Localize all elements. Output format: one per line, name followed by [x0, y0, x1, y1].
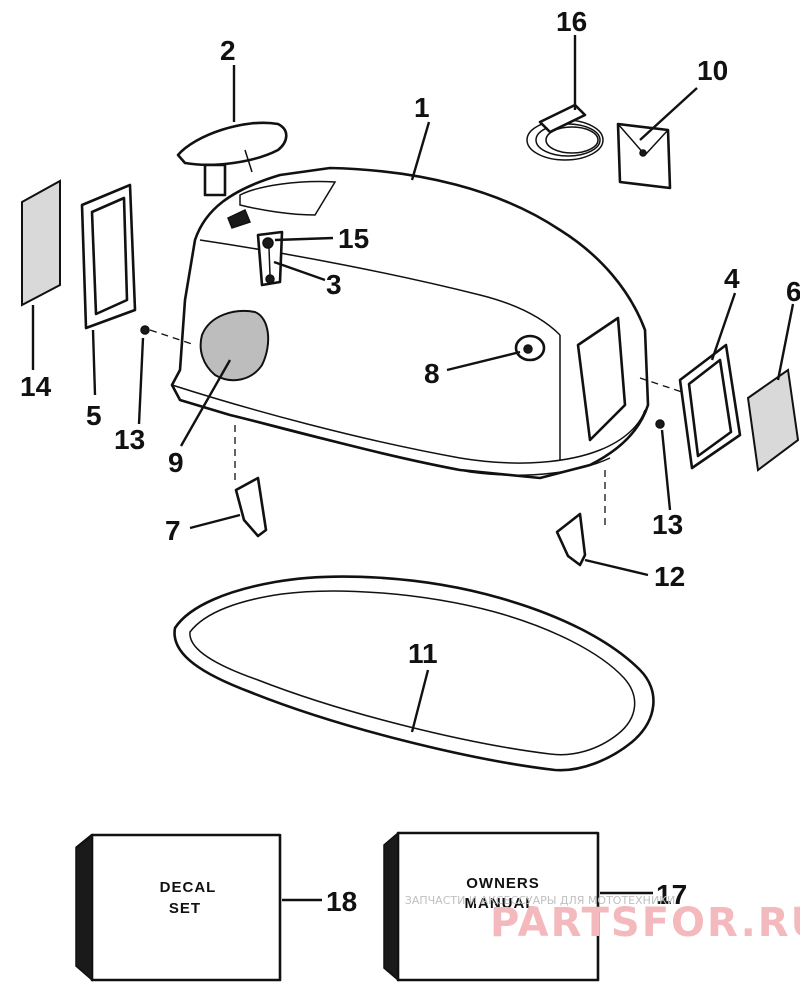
manual-label-line1: OWNERS	[466, 875, 540, 892]
callout-7: 7	[165, 515, 181, 546]
callout-8: 8	[424, 358, 440, 389]
watermark-caption: ЗАПЧАСТИ И АКСЕССУАРЫ ДЛЯ МОТОТЕХНИКИ	[405, 894, 675, 907]
seal-ring-part-11	[173, 575, 655, 772]
side-frame-part-4	[678, 343, 742, 470]
decal-panel-part-14	[21, 179, 61, 307]
callout-1: 1	[414, 92, 430, 123]
callout-3: 3	[326, 269, 342, 300]
callout-numbers: 1 2 3 4 5 6 7 8 9 10 11 12 13 13 14 15 1…	[20, 6, 800, 917]
pouch-part-10	[616, 122, 672, 190]
owners-manual-box-part-17: OWNERS MANUAL	[383, 831, 600, 982]
callout-11: 11	[408, 638, 438, 669]
manual-label-line2: MANUAL	[465, 895, 536, 912]
callout-17: 17	[656, 879, 687, 910]
callout-6: 6	[786, 276, 800, 307]
handle-part-2	[176, 121, 288, 197]
screws-part-13	[140, 325, 683, 429]
callout-4: 4	[724, 263, 740, 294]
callout-13-right: 13	[652, 509, 683, 540]
callout-13-left: 13	[114, 424, 145, 455]
callout-10: 10	[697, 55, 728, 86]
engine-cover-part-1	[170, 166, 650, 480]
cable-part-16	[526, 103, 604, 161]
callout-12: 12	[654, 561, 685, 592]
bracket-part-12	[555, 470, 606, 567]
leader-lines	[31, 35, 795, 902]
watermark: ЗАПЧАСТИ И АКСЕССУАРЫ ДЛЯ МОТОТЕХНИКИ PA…	[405, 894, 800, 946]
callout-14: 14	[20, 371, 52, 402]
watermark-site: PARTSFOR.RU	[490, 900, 800, 946]
callout-16: 16	[556, 6, 587, 37]
decal-set-box-part-18: DECAL SET	[75, 833, 282, 982]
bracket-part-7	[234, 425, 268, 538]
callout-5: 5	[86, 400, 102, 431]
decal-label-line1: DECAL	[160, 879, 217, 896]
callout-9: 9	[168, 447, 184, 478]
decal-panel-part-6	[746, 368, 800, 472]
callout-18: 18	[326, 886, 357, 917]
callout-15: 15	[338, 223, 369, 254]
decal-label-line2: SET	[169, 900, 201, 917]
side-frame-part-5	[80, 183, 137, 330]
callout-2: 2	[220, 35, 236, 66]
